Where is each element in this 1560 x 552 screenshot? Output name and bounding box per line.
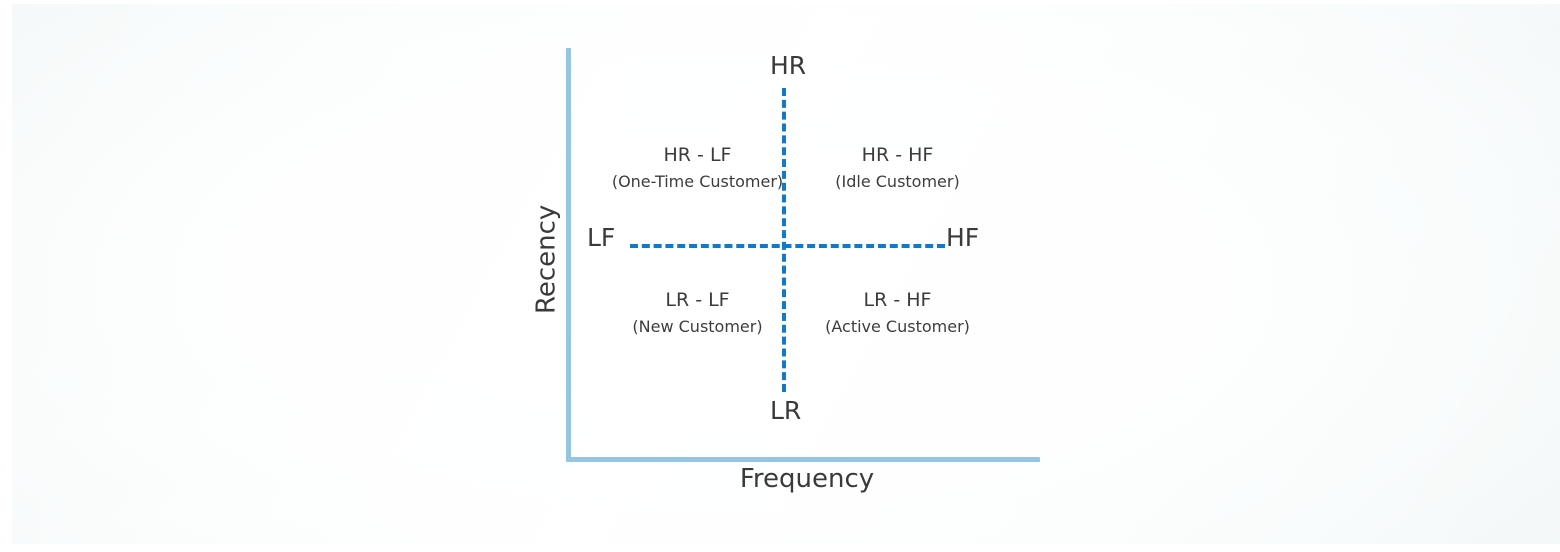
x-axis-title: Frequency [739,464,875,494]
pole-label-high-frequency: HF [946,223,980,252]
quadrant-bottom-right: LR - HF (Active Customer) [790,289,1005,337]
x-axis-line [566,457,1040,462]
pole-label-low-recency: LR [770,396,802,425]
quadrant-top-right-code: HR - HF [861,144,934,166]
quadrant-top-left-description: (One-Time Customer) [611,172,784,192]
quadrant-bottom-right-description: (Active Customer) [825,317,970,337]
quadrant-top-right-description: (Idle Customer) [835,172,960,192]
y-axis-line [566,48,571,462]
quadrant-top-right: HR - HF (Idle Customer) [790,144,1005,192]
quadrant-bottom-right-code: LR - HF [863,289,932,311]
vertical-divider-dashed-line [782,88,786,392]
quadrant-bottom-left: LR - LF (New Customer) [590,289,805,337]
y-axis-title: Recency [531,204,562,315]
quadrant-top-left: HR - LF (One-Time Customer) [590,144,805,192]
pole-label-low-frequency: LF [587,223,616,252]
horizontal-divider-dashed-line [630,244,945,248]
diagram-background: HR LR LF HF HR - LF (One-Time Customer) … [12,4,1560,544]
pole-label-high-recency: HR [770,51,807,80]
quadrant-top-left-code: HR - LF [663,144,732,166]
quadrant-bottom-left-description: (New Customer) [632,317,763,337]
quadrant-bottom-left-code: LR - LF [665,289,730,311]
background-sheen [12,4,1560,544]
